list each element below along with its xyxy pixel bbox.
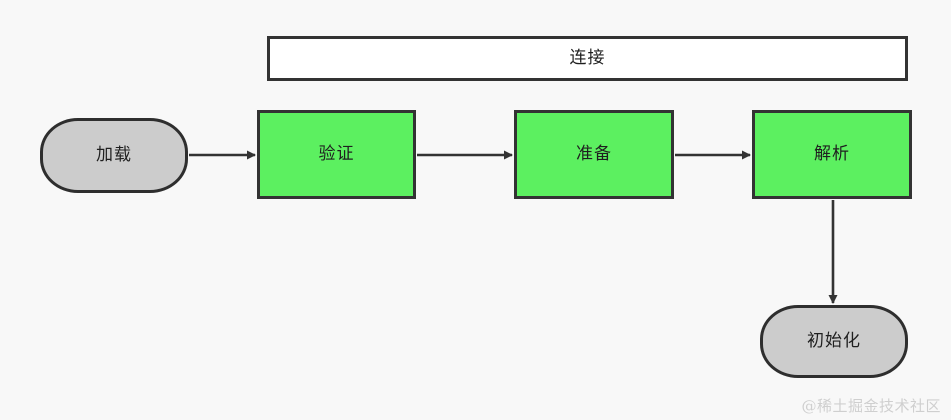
phase-band-connection[interactable]: 连接: [267, 36, 908, 81]
node-resolution-label: 解析: [814, 144, 850, 164]
watermark: @稀土掘金技术社区: [801, 397, 941, 415]
node-preparation-label: 准备: [576, 144, 612, 164]
node-preparation[interactable]: 准备: [514, 110, 674, 199]
phase-band-label: 连接: [569, 48, 606, 68]
node-initialization[interactable]: 初始化: [760, 305, 908, 378]
node-loading-label: 加载: [96, 145, 132, 165]
node-verification[interactable]: 验证: [257, 110, 416, 199]
node-initialization-label: 初始化: [807, 331, 861, 351]
node-resolution[interactable]: 解析: [752, 110, 912, 199]
node-loading[interactable]: 加载: [40, 118, 188, 193]
node-verification-label: 验证: [318, 144, 355, 164]
